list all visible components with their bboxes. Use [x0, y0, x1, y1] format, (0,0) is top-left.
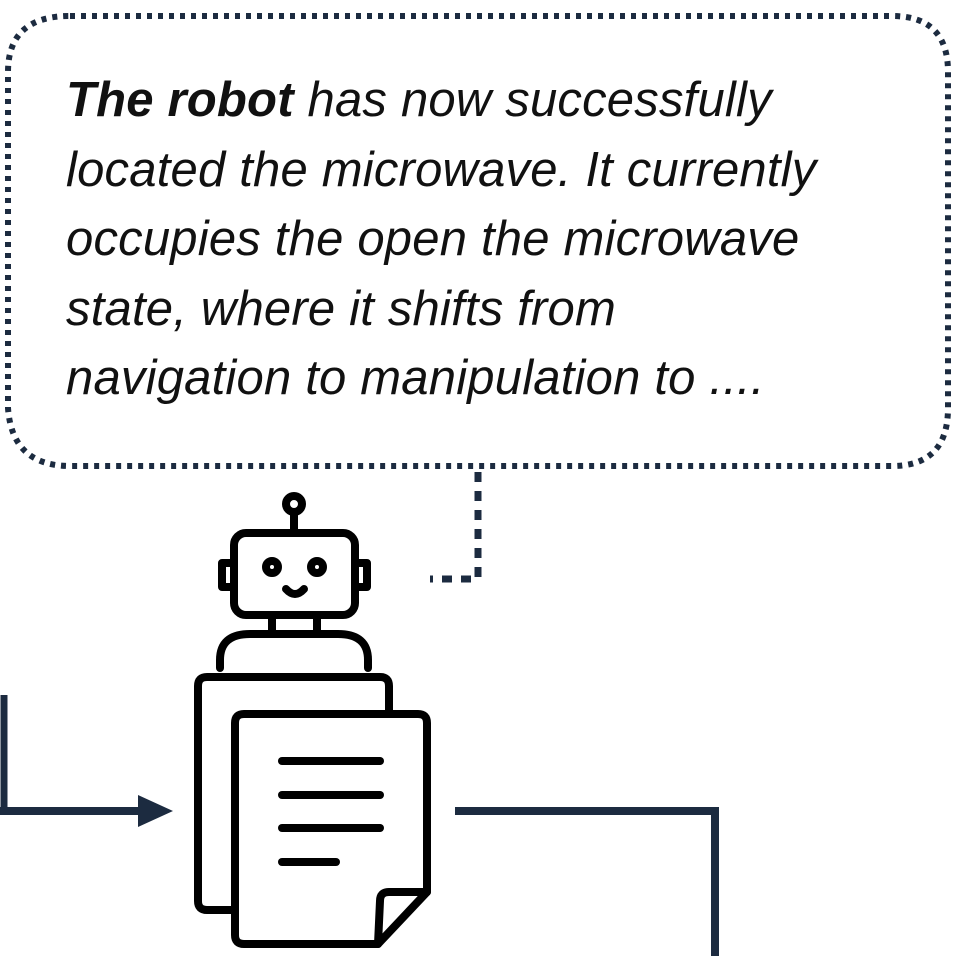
bubble-line-3: occupies the open the microwave	[66, 212, 800, 266]
bubble-line-1-rest: has now successfully	[293, 73, 772, 127]
incoming-arrow	[0, 795, 173, 827]
robot-subject: The robot	[66, 73, 294, 127]
speech-bubble-text: The robot has now successfully located t…	[66, 66, 946, 414]
outgoing-connector	[455, 807, 719, 956]
bubble-line-4: state, where it shifts from	[66, 281, 617, 336]
speech-bubble-tail	[430, 472, 482, 583]
robot-head-icon	[216, 492, 372, 672]
bubble-line-1: The robot has now successfully	[66, 66, 946, 136]
document-stack-icon	[194, 673, 431, 948]
speech-bubble-border	[5, 13, 951, 469]
bubble-line-2: located the microwave. It currently	[66, 142, 817, 197]
bubble-line-5: navigation to manipulation to ....	[66, 351, 765, 405]
